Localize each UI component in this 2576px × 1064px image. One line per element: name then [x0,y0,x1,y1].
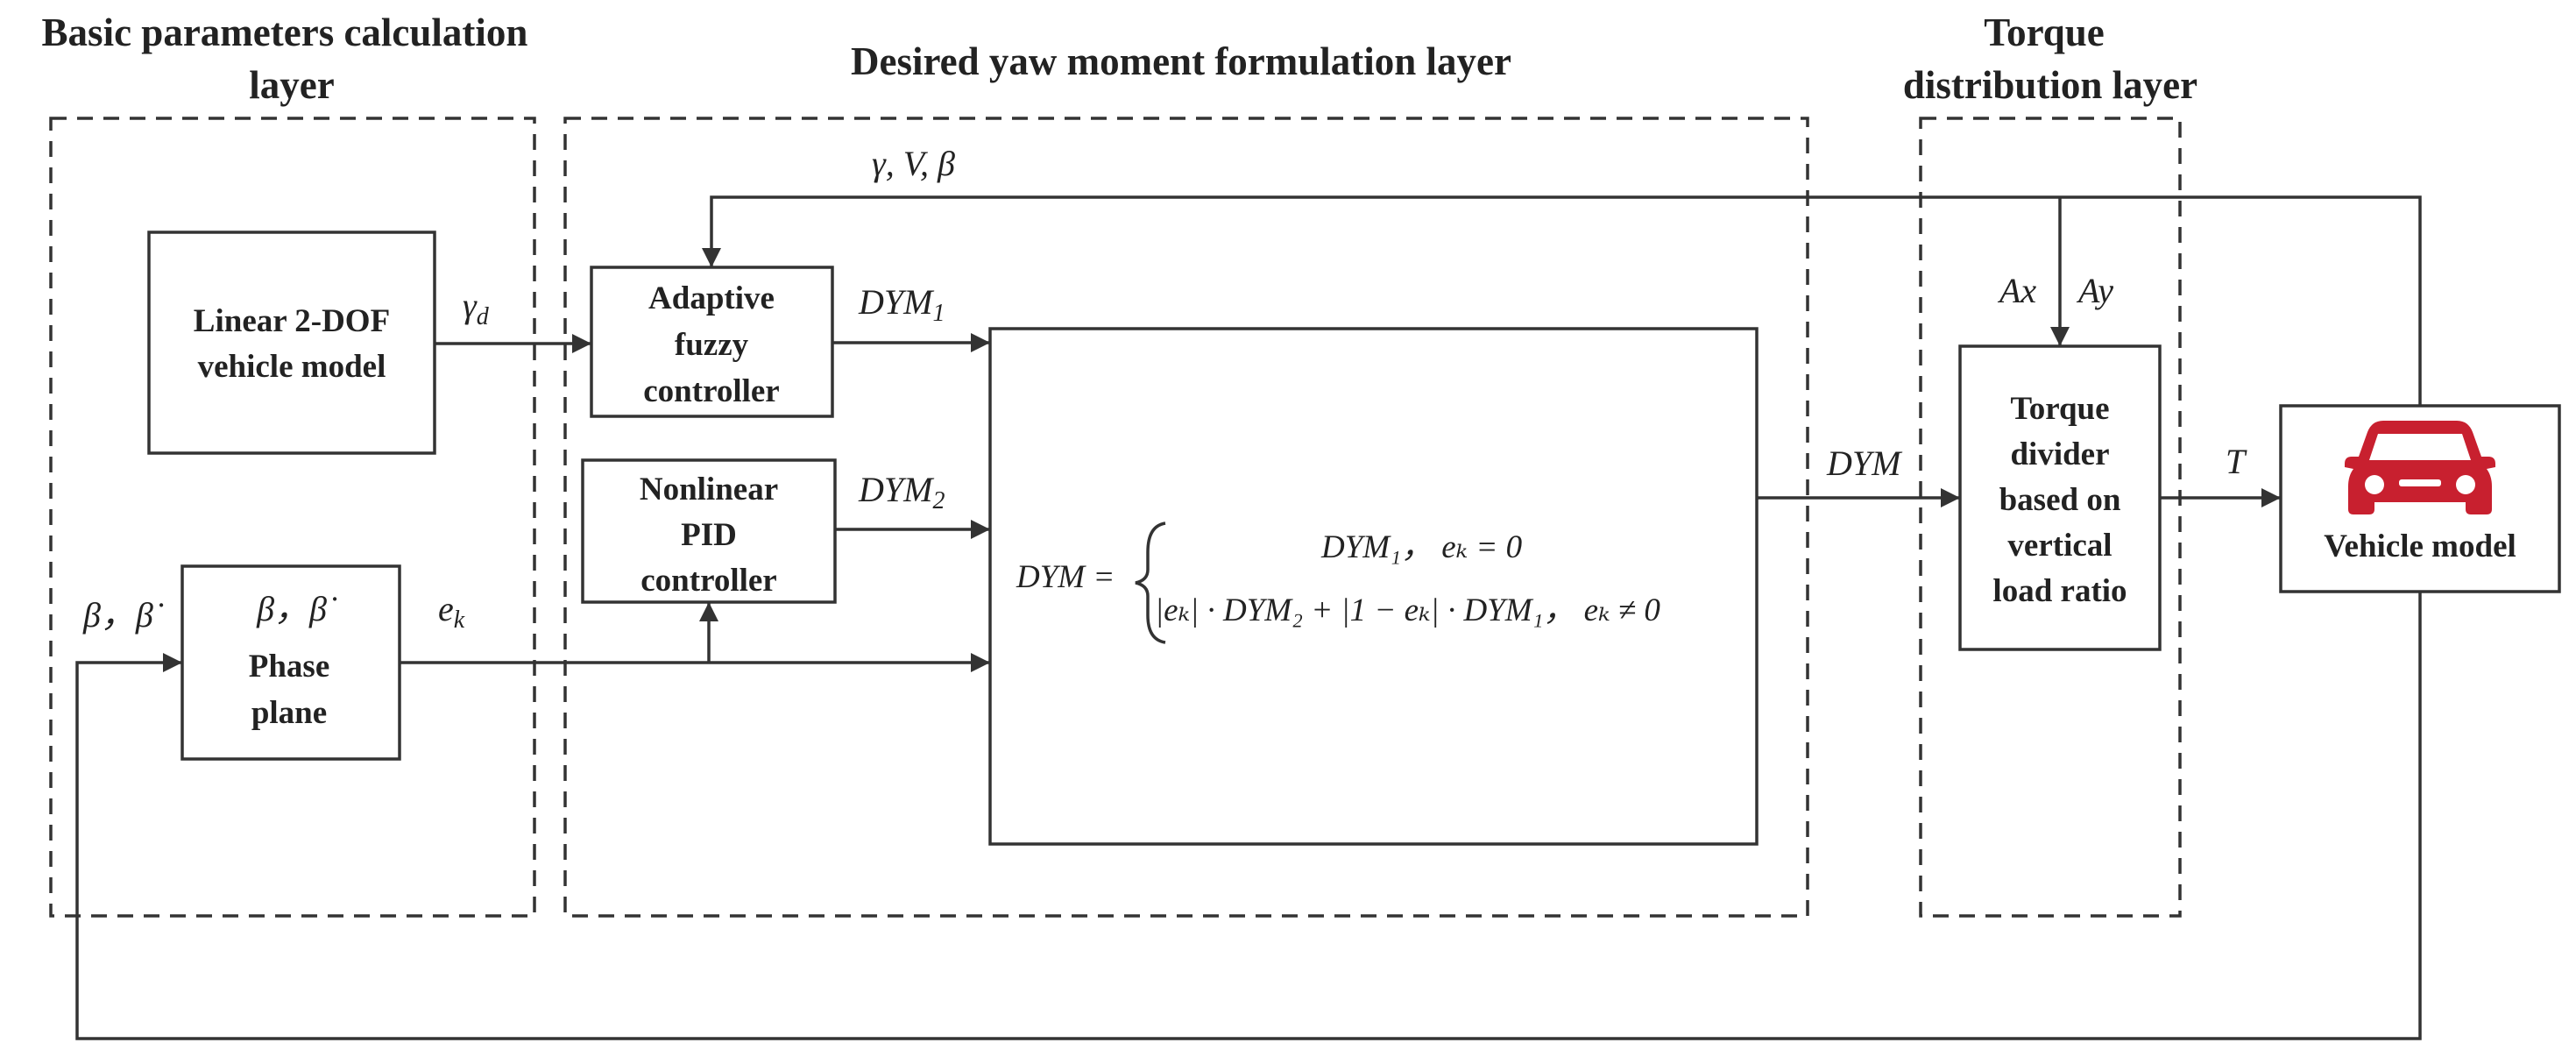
linear-model-label-line2: vehicle model [198,349,386,385]
phase-inputs-label: β，β̇ [82,595,164,635]
bottom-feedback-line [75,592,2422,1040]
equation-brace [1135,521,1166,644]
linear-model-label-line1: Linear 2-DOF [194,303,390,339]
torque-divider-label-line2: divider [2010,436,2109,472]
dym-label: DYM [1826,443,1903,483]
torque-divider-label-line1: Torque [2010,391,2109,427]
phase-plane-block [180,564,401,761]
nonlinear-pid-label-line2: PID [681,517,737,553]
phase-plane-label-line2: plane [251,695,327,731]
dym1-label: DYM1 [858,282,945,327]
adaptive-fuzzy-label-line1: Adaptive [648,280,775,316]
nonlinear-pid-label-line1: Nonlinear [640,472,778,507]
ax-label: Ax [1997,271,2036,310]
vehicle-model-label: Vehicle model [2324,528,2516,564]
phase-plane-label-line1: Phase [249,649,330,685]
torque-divider-label-line5: load ratio [1992,573,2127,609]
torque-label: T [2226,442,2247,481]
phase-plane-header: β，β̇ [256,589,337,628]
torque-divider-label-line4: vertical [2007,528,2112,564]
basic-layer-frame [49,117,536,918]
basic-layer-title-line2: layer [249,63,334,107]
nonlinear-pid-controller-block [581,458,837,604]
linear-2dof-model-block [147,231,436,455]
adaptive-fuzzy-label-line3: controller [643,373,779,409]
torque-layer-title-line1: Torque [1984,11,2105,54]
feedback-states-label: γ, V, β [872,144,955,183]
ek-label: ek [438,589,465,634]
state-feedback-line [702,195,2422,406]
torque-layer-frame [1919,117,2182,918]
basic-layer-title-line1: Basic parameters calculation [42,11,528,54]
dym-equation-case1: DYM₁， eₖ = 0 [1320,529,1523,565]
torque-layer-title-line2: distribution layer [1903,63,2197,107]
nonlinear-pid-label-line3: controller [640,563,776,599]
dym2-label: DYM2 [858,470,945,514]
dym-equation-lhs: DYM = [1016,559,1115,595]
torque-divider-label-line3: based on [1999,482,2121,518]
dym-switching-block [988,327,1759,846]
car-icon [2345,421,2495,514]
gamma-d-label: γd [463,286,490,330]
dym-equation-case2: |eₖ| · DYM₂ + |1 − eₖ| · DYM₁， eₖ ≠ 0 [1155,592,1660,628]
ay-label: Ay [2076,271,2113,310]
yaw-layer-title: Desired yaw moment formulation layer [851,39,1511,83]
yaw-layer-frame [563,117,1809,918]
adaptive-fuzzy-label-line2: fuzzy [675,327,749,363]
